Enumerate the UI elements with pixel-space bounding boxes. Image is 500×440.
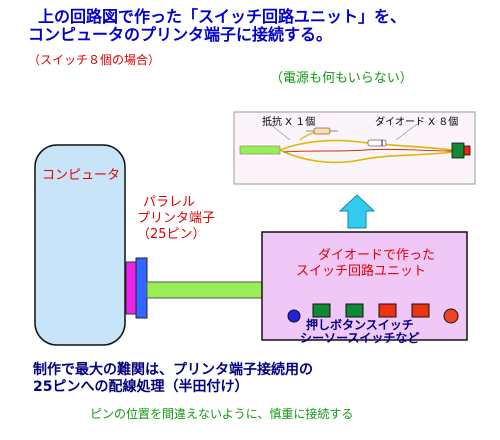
button-green-2 <box>345 303 364 318</box>
label-resistor: 抵抗 X １個 <box>262 117 316 128</box>
button-red-1 <box>378 303 397 318</box>
label-diode: ダイオード X ８個 <box>375 117 459 128</box>
port-label-line-3: （25ピン） <box>137 227 206 242</box>
printer-port-socket <box>125 261 137 315</box>
detail-wire-1 <box>279 139 453 151</box>
port-label-line-1: パラレル <box>143 195 196 210</box>
up-arrow <box>338 194 376 229</box>
detail-cable <box>239 145 281 155</box>
button-label-line-1: 押しボタンスイッチ <box>306 318 414 332</box>
button-blue <box>287 309 301 323</box>
caution-text: ピンの位置を間違えないように、慎重に接続する <box>90 407 354 421</box>
title-line-1: 上の回路図で作った「スイッチ回路ユニット」を、 <box>38 7 407 26</box>
button-red-2 <box>411 303 430 318</box>
subtitle-switch-count: （スイッチ８個の場合） <box>28 53 161 67</box>
computer-label: コンピュータ <box>42 168 121 183</box>
detail-connector <box>451 142 465 159</box>
title-line-2: コンピュータのプリンタ端子に接続する。 <box>28 25 333 44</box>
unit-label-line-1: ダイオードで作った <box>318 248 436 263</box>
subtitle-no-power: （電源も何もいらない） <box>270 71 413 86</box>
detail-resistor <box>313 127 331 135</box>
printer-port-plug <box>135 257 148 319</box>
button-label-line-2: シーソースイッチなど <box>300 331 420 345</box>
computer-body <box>34 144 126 346</box>
cable <box>146 281 265 299</box>
unit-label-line-2: スイッチ回路ユニット <box>296 264 427 279</box>
detail-connector-tip <box>463 145 471 156</box>
port-label-line-2: プリンタ端子 <box>137 211 216 226</box>
button-green-1 <box>312 303 331 318</box>
detail-wire-3 <box>283 148 453 153</box>
note-line-2: 25ピンへの配線処理（半田付け） <box>33 379 249 395</box>
detail-diode <box>367 139 387 147</box>
note-line-1: 制作で最大の難関は、プリンタ端子接続用の <box>33 362 313 378</box>
button-orange <box>443 308 459 324</box>
detail-wire-2 <box>279 149 453 164</box>
